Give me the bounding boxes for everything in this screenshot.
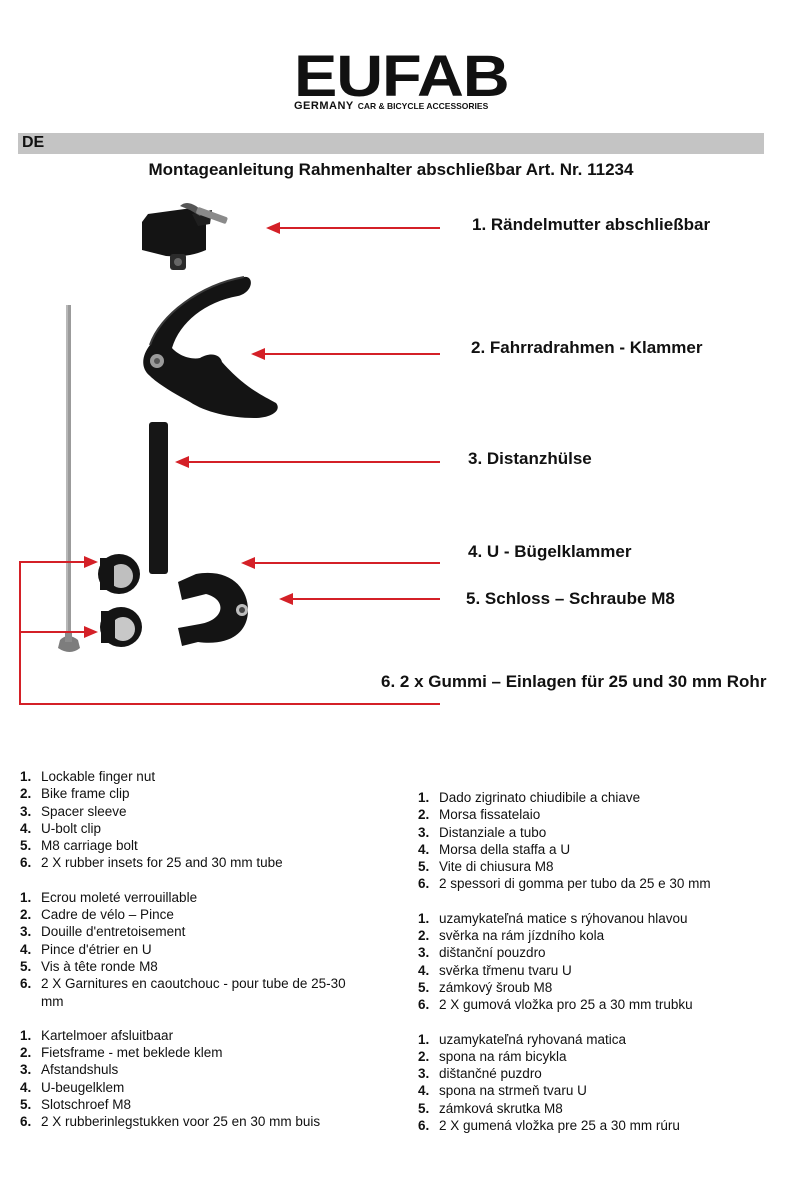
list-item: 4.Morsa della staffa a U [418, 841, 571, 857]
list-item: 3.Distanziale a tubo [418, 824, 547, 840]
list-item: 3.Afstandshuls [20, 1062, 119, 1078]
list-item: 6.2 X gumená vložka pre 25 a 30 mm rúru [418, 1118, 680, 1134]
carriage-bolt-illustration [58, 305, 80, 652]
list-item: 2.spona na rám bicykla [418, 1048, 567, 1064]
list-item: 3.dištančné puzdro [418, 1066, 542, 1082]
list-item: 4.U-bolt clip [20, 820, 102, 836]
language-bar [18, 133, 764, 154]
list-item: 1.Kartelmoer afsluitbaar [20, 1027, 174, 1043]
list-item: 5.M8 carriage bolt [20, 838, 138, 854]
list-item: 1.uzamykateľná ryhovaná matica [418, 1031, 627, 1047]
list-item: 4.svěrka třmenu tvaru U [418, 962, 572, 978]
list-item: 4.U-beugelklem [20, 1079, 125, 1095]
rubber-inset-top-illustration [98, 554, 140, 594]
brand-tagline: CAR & BICYCLE ACCESSORIES [357, 101, 489, 111]
list-item: 1.Dado zigrinato chiudibile a chiave [418, 790, 641, 805]
list-item: 2.Bike frame clip [20, 786, 130, 802]
list-item: 2.Cadre de vélo – Pince [20, 907, 174, 923]
list-item: 6.2 X gumová vložka pro 25 a 30 mm trubk… [418, 997, 693, 1013]
rubber-inset-bottom-illustration [100, 607, 142, 647]
list-item: 2.Morsa fissatelaio [418, 807, 541, 823]
list-item: 5.zámková skrutka M8 [418, 1100, 563, 1116]
list-english: 1.Lockable finger nut 2.Bike frame clip … [20, 768, 365, 872]
list-item: 3.dištanční pouzdro [418, 945, 546, 961]
list-item: 4.Pince d'étrier en U [20, 941, 152, 957]
part-label-1: 1. Rändelmutter abschließbar [472, 215, 711, 234]
list-item: 5.Vis à tête ronde M8 [20, 958, 158, 974]
finger-nut-illustration [142, 203, 228, 270]
parts-diagram [19, 203, 440, 705]
brand-country: GERMANY [294, 100, 354, 112]
list-item: 5.zámkový šroub M8 [418, 979, 553, 995]
list-item: 5.Slotschroef M8 [20, 1097, 132, 1113]
list-item: 2.svěrka na rám jízdního kola [418, 928, 605, 944]
list-item: 5.Vite di chiusura M8 [418, 859, 554, 875]
list-item: 1.uzamykateľná matice s rýhovanou hlavou [418, 910, 688, 926]
list-dutch: 1.Kartelmoer afsluitbaar 2.Fietsframe - … [20, 1027, 365, 1131]
list-item: 2.Fietsframe - met beklede klem [20, 1045, 223, 1061]
list-item: 3.Spacer sleeve [20, 803, 127, 819]
list-item: 6.2 spessori di gomma per tubo da 25 e 3… [418, 876, 711, 892]
list-item: 6.2 X Garnitures en caoutchouc - pour tu… [20, 976, 346, 1009]
list-french: 1.Ecrou moleté verrouillable 2.Cadre de … [20, 889, 365, 1010]
page-title: Montageanleitung Rahmenhalter abschließb… [148, 160, 634, 179]
frame-clip-illustration [143, 276, 278, 418]
list-item: 6.2 X rubber insets for 25 and 30 mm tub… [20, 855, 283, 871]
list-item: 1.Lockable finger nut [20, 769, 156, 784]
part-label-4: 4. U - Bügelklammer [468, 542, 632, 561]
u-bolt-clip-illustration [178, 572, 248, 646]
part-label-5: 5. Schloss – Schraube M8 [466, 589, 675, 608]
pointer-arrows [19, 222, 440, 705]
left-lists: 1.Lockable finger nut 2.Bike frame clip … [20, 768, 365, 1148]
right-lists: 1.Dado zigrinato chiudibile a chiave 2.M… [418, 789, 803, 1151]
spacer-sleeve-illustration [149, 422, 168, 574]
list-item: 3.Douille d'entretoisement [20, 924, 186, 940]
brand-name: EUFAB [294, 44, 510, 109]
list-italian: 1.Dado zigrinato chiudibile a chiave 2.M… [418, 789, 803, 893]
part-label-3: 3. Distanzhülse [468, 449, 592, 468]
language-code: DE [22, 134, 45, 151]
list-item: 6.2 X rubberinlegstukken voor 25 en 30 m… [20, 1114, 321, 1130]
list-item: 1.Ecrou moleté verrouillable [20, 889, 198, 905]
part-label-6: 6. 2 x Gummi – Einlagen für 25 und 30 mm… [381, 672, 767, 691]
list-czech: 1.uzamykateľná matice s rýhovanou hlavou… [418, 910, 803, 1014]
list-item: 4.spona na strmeň tvaru U [418, 1083, 587, 1099]
part-label-2: 2. Fahrradrahmen - Klammer [471, 338, 703, 357]
list-slovak: 1.uzamykateľná ryhovaná matica 2.spona n… [418, 1031, 803, 1135]
